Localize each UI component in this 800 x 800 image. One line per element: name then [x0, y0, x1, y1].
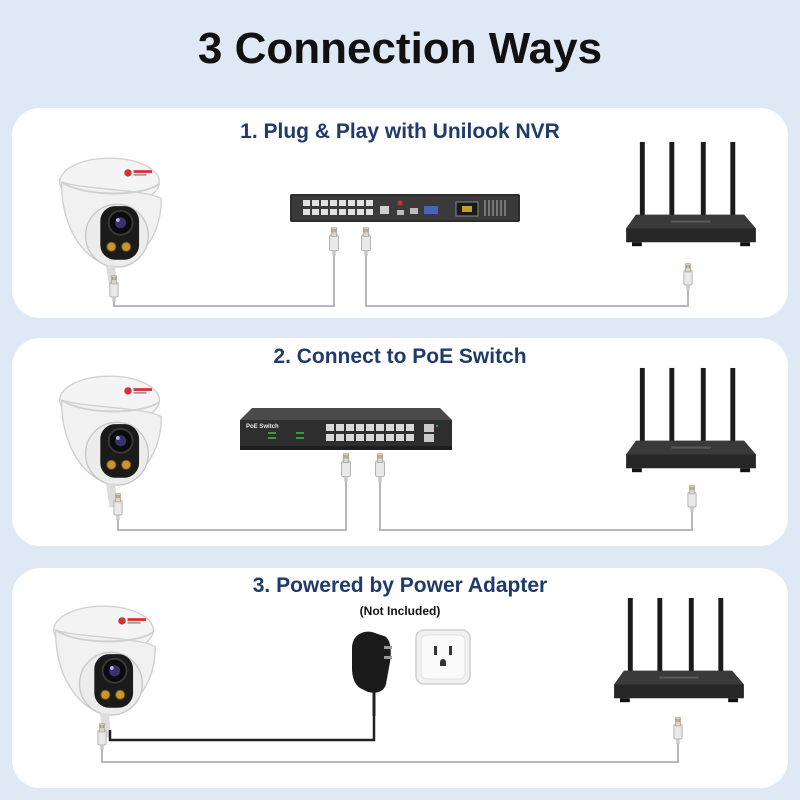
wall-outlet — [416, 630, 470, 684]
switch-label: PoE Switch — [246, 424, 279, 430]
ethernet-cables-2 — [118, 478, 692, 530]
ethernet-plug — [376, 454, 385, 482]
ethernet-plug — [362, 228, 371, 256]
poe-switch: PoE Switch — [240, 408, 452, 450]
router-3 — [614, 598, 744, 702]
ethernet-cables-1 — [114, 252, 688, 306]
router-2 — [626, 368, 756, 472]
ethernet-plug — [684, 264, 692, 290]
ethernet-plug — [674, 718, 682, 744]
router-1 — [626, 142, 756, 246]
dome-camera-1 — [60, 158, 162, 289]
nvr-recorder — [290, 194, 520, 222]
ethernet-plug — [342, 454, 351, 482]
dome-camera-2 — [60, 376, 162, 507]
power-adapter — [352, 632, 392, 716]
dome-camera-3 — [54, 606, 156, 737]
ethernet-cable-3 — [102, 734, 678, 762]
ethernet-plug — [330, 228, 339, 256]
power-cable — [110, 716, 374, 740]
ethernet-plug — [688, 486, 696, 512]
